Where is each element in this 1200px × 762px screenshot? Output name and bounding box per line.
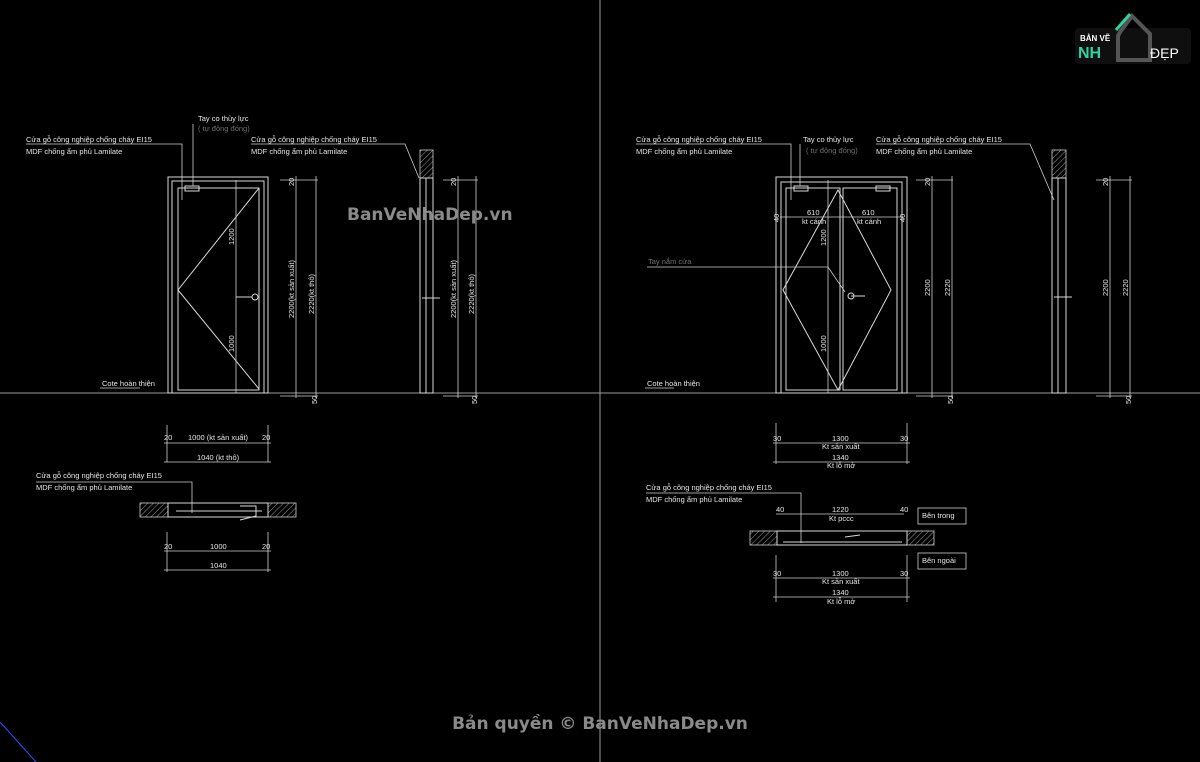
single-door-elevation: 1200 1000 Cửa gỗ công nghiệp chống cháy … [26, 114, 420, 404]
svg-text:Cửa gỗ công nghiệp chống cháy: Cửa gỗ công nghiệp chống cháy EI15 [26, 135, 152, 144]
house-icon [1116, 12, 1152, 62]
svg-text:40: 40 [776, 505, 784, 514]
single-door-side-section: 20 50 2200(kt sản xuất) 2220(kt thô) [419, 149, 479, 404]
svg-text:20: 20 [923, 178, 932, 186]
svg-text:BẢN VẼ: BẢN VẼ [1080, 34, 1111, 43]
svg-text:Tay nắm cửa: Tay nắm cửa [648, 257, 692, 266]
svg-text:1220: 1220 [832, 505, 849, 514]
svg-text:Bên ngoài: Bên ngoài [922, 556, 956, 565]
svg-text:Cote hoàn thiện: Cote hoàn thiện [102, 379, 155, 388]
svg-text:1340: 1340 [832, 588, 849, 597]
svg-text:20: 20 [164, 433, 172, 442]
svg-text:20: 20 [164, 542, 172, 551]
door-closer-icon [793, 185, 809, 192]
svg-text:Kt sản xuất: Kt sản xuất [822, 577, 860, 586]
svg-text:1040 (kt thô): 1040 (kt thô) [197, 453, 240, 462]
svg-text:MDF chống ẩm phủ Lamilate: MDF chống ẩm phủ Lamilate [36, 483, 132, 492]
svg-text:MDF chống ẩm phủ Lamilate: MDF chống ẩm phủ Lamilate [646, 495, 742, 504]
svg-text:50: 50 [1124, 396, 1133, 404]
door-closer-icon [875, 185, 891, 192]
svg-text:1000: 1000 [819, 335, 828, 352]
svg-text:Kt lỗ mở: Kt lỗ mở [827, 461, 855, 470]
outside-label-box: Bên ngoài [917, 552, 967, 570]
svg-text:1200: 1200 [819, 229, 828, 246]
svg-text:1040: 1040 [210, 561, 227, 570]
svg-text:Cửa gỗ công nghiệp chống cháy: Cửa gỗ công nghiệp chống cháy EI15 [636, 135, 762, 144]
svg-text:NH: NH [1078, 45, 1101, 62]
watermark: BanVeNhaDep.vn [347, 205, 513, 225]
ucs-axis-line [0, 721, 37, 762]
svg-text:2220: 2220 [1121, 279, 1130, 296]
svg-text:40: 40 [898, 214, 907, 222]
door-closer-icon [184, 185, 200, 192]
svg-text:2220: 2220 [943, 279, 952, 296]
svg-text:1000: 1000 [227, 335, 236, 352]
svg-text:1000 (kt sản xuất): 1000 (kt sản xuất) [188, 433, 249, 442]
svg-text:2220(kt thô): 2220(kt thô) [467, 273, 476, 314]
svg-text:1200: 1200 [227, 228, 236, 245]
svg-text:40: 40 [900, 505, 908, 514]
svg-text:1340: 1340 [832, 453, 849, 462]
svg-text:Kt lỗ mở: Kt lỗ mở [827, 597, 855, 606]
svg-text:2200(kt sản xuất): 2200(kt sản xuất) [449, 260, 458, 318]
double-door-elevation: 1200 1000 610 kt cánh 610 kt cánh 40 40 … [636, 135, 1055, 404]
svg-text:Cote hoàn thiện: Cote hoàn thiện [647, 379, 700, 388]
svg-text:kt cánh: kt cánh [857, 217, 881, 226]
svg-text:30: 30 [900, 569, 908, 578]
svg-text:Cửa gỗ công nghiệp chống cháy: Cửa gỗ công nghiệp chống cháy EI15 [876, 135, 1002, 144]
svg-text:1300: 1300 [832, 434, 849, 443]
svg-text:40: 40 [772, 214, 781, 222]
svg-text:ĐẸP: ĐẸP [1150, 45, 1179, 61]
svg-text:MDF chống ẩm phủ Lamilate: MDF chống ẩm phủ Lamilate [876, 147, 972, 156]
svg-text:20: 20 [1101, 178, 1110, 186]
double-door-side-section: 20 50 2200 2220 [1051, 149, 1133, 404]
svg-text:50: 50 [310, 396, 319, 404]
svg-text:Kt sản xuất: Kt sản xuất [822, 442, 860, 451]
svg-text:MDF chống ẩm phủ Lamilate: MDF chống ẩm phủ Lamilate [26, 147, 122, 156]
double-door-plan: 30 30 1300 Kt sản xuất 1340 Kt lỗ mở Cửa… [646, 423, 967, 606]
svg-text:Cửa gỗ công nghiệp chống cháy: Cửa gỗ công nghiệp chống cháy EI15 [251, 135, 377, 144]
svg-text:50: 50 [946, 396, 955, 404]
svg-text:30: 30 [900, 434, 908, 443]
svg-text:MDF chống ẩm phủ Lamilate: MDF chống ẩm phủ Lamilate [636, 147, 732, 156]
svg-text:30: 30 [773, 569, 781, 578]
svg-text:2220(kt thô): 2220(kt thô) [307, 273, 316, 314]
logo: BẢN VẼ NH ĐẸP [1075, 12, 1191, 64]
svg-text:20: 20 [262, 542, 270, 551]
svg-text:2200: 2200 [1101, 279, 1110, 296]
svg-text:Bên trong: Bên trong [922, 511, 955, 520]
door-handle-icon [847, 292, 865, 300]
svg-text:1300: 1300 [832, 569, 849, 578]
single-door-plan: 20 20 1000 (kt sản xuất) 1040 (kt thô) C… [36, 425, 297, 572]
svg-text:Cửa gỗ công nghiệp chống cháy: Cửa gỗ công nghiệp chống cháy EI15 [646, 483, 772, 492]
svg-text:20: 20 [449, 178, 458, 186]
svg-text:( tự động đóng): ( tự động đóng) [806, 146, 858, 155]
svg-text:Tay co thủy lực: Tay co thủy lực [803, 135, 854, 144]
svg-text:50: 50 [470, 396, 479, 404]
svg-text:610: 610 [807, 208, 820, 217]
svg-text:Kt pccc: Kt pccc [829, 514, 854, 523]
svg-text:20: 20 [262, 433, 270, 442]
svg-text:2200(kt sản xuất): 2200(kt sản xuất) [287, 260, 296, 318]
inside-label-box: Bên trong [917, 507, 967, 525]
svg-text:kt cánh: kt cánh [802, 217, 826, 226]
svg-text:MDF chống ẩm phủ Lamilate: MDF chống ẩm phủ Lamilate [251, 147, 347, 156]
svg-text:20: 20 [287, 178, 296, 186]
door-handle-icon [236, 293, 259, 301]
svg-text:1000: 1000 [210, 542, 227, 551]
svg-text:Cửa gỗ công nghiệp chống cháy: Cửa gỗ công nghiệp chống cháy EI15 [36, 471, 162, 480]
copyright-text: Bản quyền © BanVeNhaDep.vn [452, 713, 748, 734]
svg-text:610: 610 [862, 208, 875, 217]
svg-text:2200: 2200 [923, 279, 932, 296]
svg-text:( tự động đóng): ( tự động đóng) [198, 124, 250, 133]
svg-text:30: 30 [773, 434, 781, 443]
svg-text:Tay co thủy lực: Tay co thủy lực [198, 114, 249, 123]
